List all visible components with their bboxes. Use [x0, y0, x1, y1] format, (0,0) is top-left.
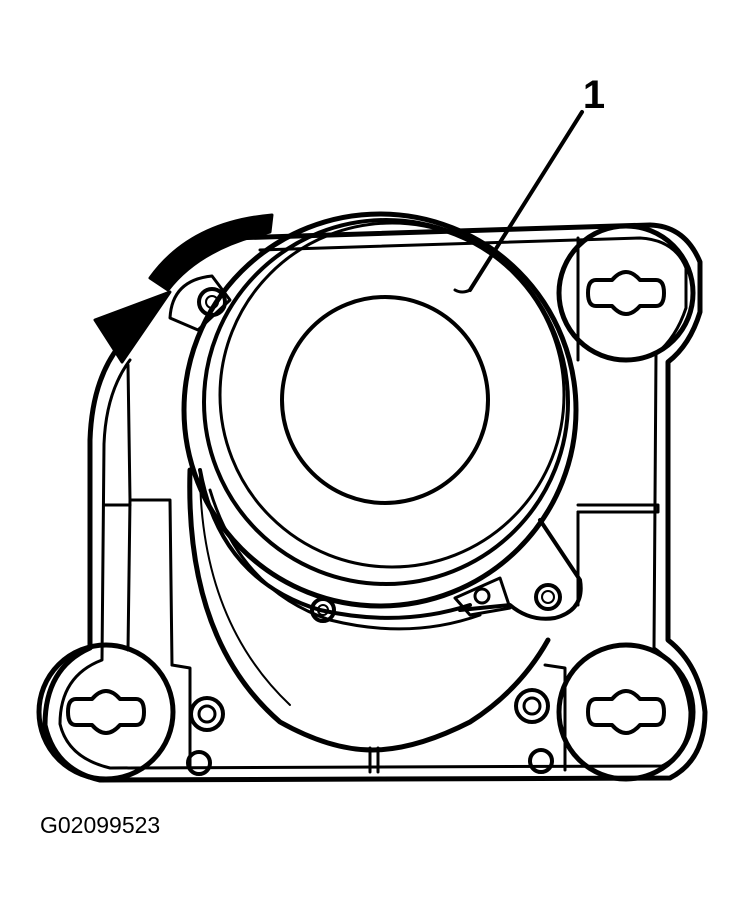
rotation-arrow-icon [93, 213, 274, 364]
mounting-boss-bottom-left [36, 642, 176, 782]
mounting-boss-top-right [556, 223, 696, 363]
callout-number: 1 [583, 73, 605, 117]
rotating-cover [181, 211, 583, 631]
callout-1: 1 [453, 73, 605, 294]
motor-housing [187, 467, 551, 753]
figure-id: G02099523 [40, 812, 160, 838]
bolt-holes [186, 287, 554, 776]
mounting-boss-bottom-right [556, 642, 696, 782]
